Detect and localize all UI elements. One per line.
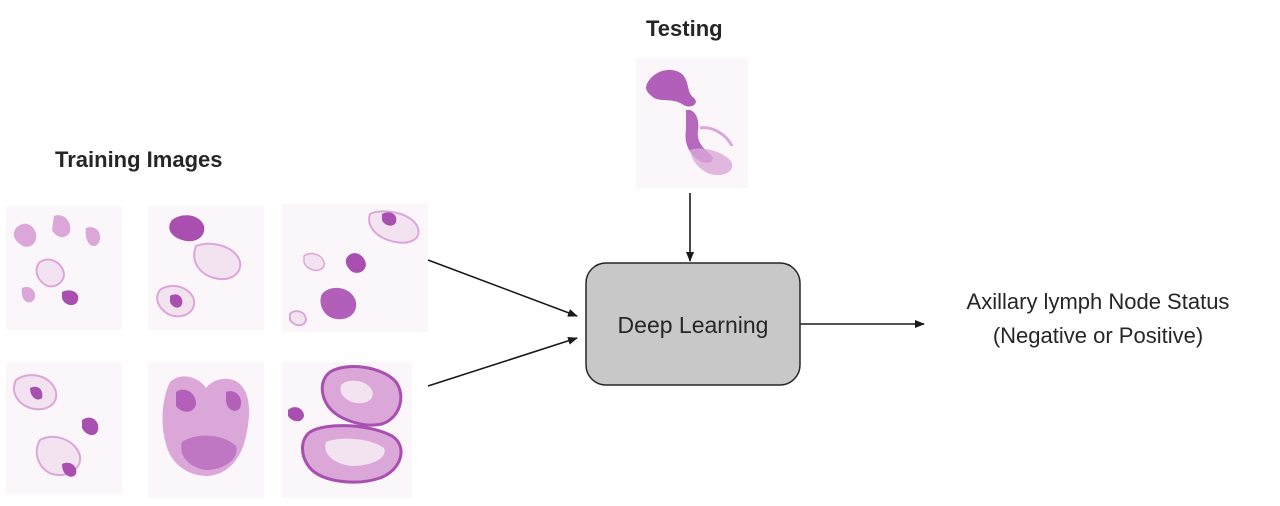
training-image-6 — [282, 362, 412, 498]
testing-heading: Testing — [646, 16, 723, 41]
training-image-4 — [6, 362, 122, 494]
training-image-3 — [282, 204, 428, 332]
training-images-heading: Training Images — [55, 147, 223, 172]
output-status-line2: (Negative or Positive) — [993, 323, 1203, 348]
testing-slide-image — [636, 58, 748, 188]
training-image-2 — [148, 206, 264, 330]
training-row1-arrow — [427, 259, 578, 317]
training-row2-arrow — [427, 336, 578, 387]
training-image-1 — [6, 206, 122, 330]
deep-learning-box — [585, 262, 801, 386]
training-image-5 — [148, 362, 264, 498]
output-status-line1: Axillary lymph Node Status — [967, 289, 1230, 314]
deep-learning-label: Deep Learning — [618, 312, 769, 338]
